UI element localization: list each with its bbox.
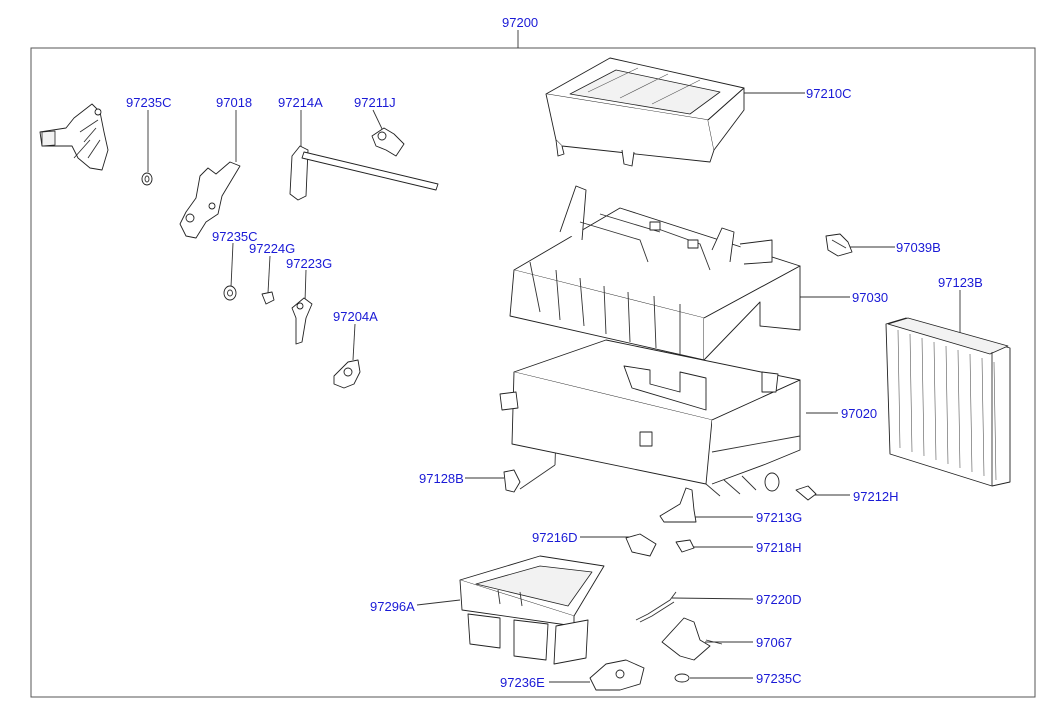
label-97128b[interactable]: 97128B: [419, 471, 464, 486]
label-assembly[interactable]: 97200: [502, 15, 539, 30]
label-97235c-bottom[interactable]: 97235C: [756, 671, 802, 686]
part-clip-97224g: [261, 291, 275, 305]
part-filter-97123b: [885, 317, 1011, 487]
part-lower-case-97020: [499, 339, 801, 497]
part-clip-1: [141, 172, 153, 186]
part-lever-97018: [179, 161, 241, 239]
part-screw-97212h: [795, 485, 817, 501]
label-97018[interactable]: 97018: [216, 95, 253, 110]
label-97204a[interactable]: 97204A: [333, 309, 378, 324]
part-upper-case-97030: [509, 185, 801, 361]
label-97235c-mid[interactable]: 97235C: [212, 229, 258, 244]
part-knob-97211j: [371, 127, 405, 157]
label-97211j[interactable]: 97211J: [354, 95, 396, 110]
part-actuator-97204a: [333, 359, 361, 389]
label-97296a[interactable]: 97296A: [370, 599, 415, 614]
label-97020[interactable]: 97020: [841, 406, 878, 421]
part-clip-97218h: [675, 539, 695, 553]
part-lever-97213g: [659, 487, 697, 523]
label-97210c[interactable]: 97210C: [806, 86, 852, 101]
part-tray-97296a: [459, 555, 605, 665]
label-97223g[interactable]: 97223G: [286, 256, 333, 271]
part-clip-2: [223, 285, 237, 301]
part-cover-97210c: [545, 57, 745, 167]
part-wire-97220d: [635, 591, 677, 623]
part-rod-97214a: [289, 145, 439, 201]
part-bracket-97067: [661, 617, 723, 661]
label-97218h[interactable]: 97218H: [756, 540, 802, 555]
label-97213g[interactable]: 97213G: [756, 510, 803, 525]
label-97220d[interactable]: 97220D: [756, 592, 802, 607]
label-97067[interactable]: 97067: [756, 635, 793, 650]
label-97030[interactable]: 97030: [852, 290, 889, 305]
part-clip-97216d: [625, 533, 657, 557]
label-97224g[interactable]: 97224G: [249, 241, 296, 256]
assembly-frame: [30, 47, 1036, 698]
label-97216d[interactable]: 97216D: [532, 530, 578, 545]
part-clip-97128b: [503, 469, 521, 493]
label-97039b[interactable]: 97039B: [896, 240, 941, 255]
part-clip-97039b: [825, 233, 853, 257]
part-actuator-97236e: [589, 659, 645, 691]
label-97214a[interactable]: 97214A: [278, 95, 323, 110]
label-97235c-top[interactable]: 97235C: [126, 95, 172, 110]
part-clip-3: [674, 673, 690, 683]
label-97236e[interactable]: 97236E: [500, 675, 545, 690]
label-97123b[interactable]: 97123B: [938, 275, 983, 290]
part-lever-97223g: [291, 297, 313, 345]
part-bracket-actuator: [39, 103, 109, 171]
label-97212h[interactable]: 97212H: [853, 489, 899, 504]
